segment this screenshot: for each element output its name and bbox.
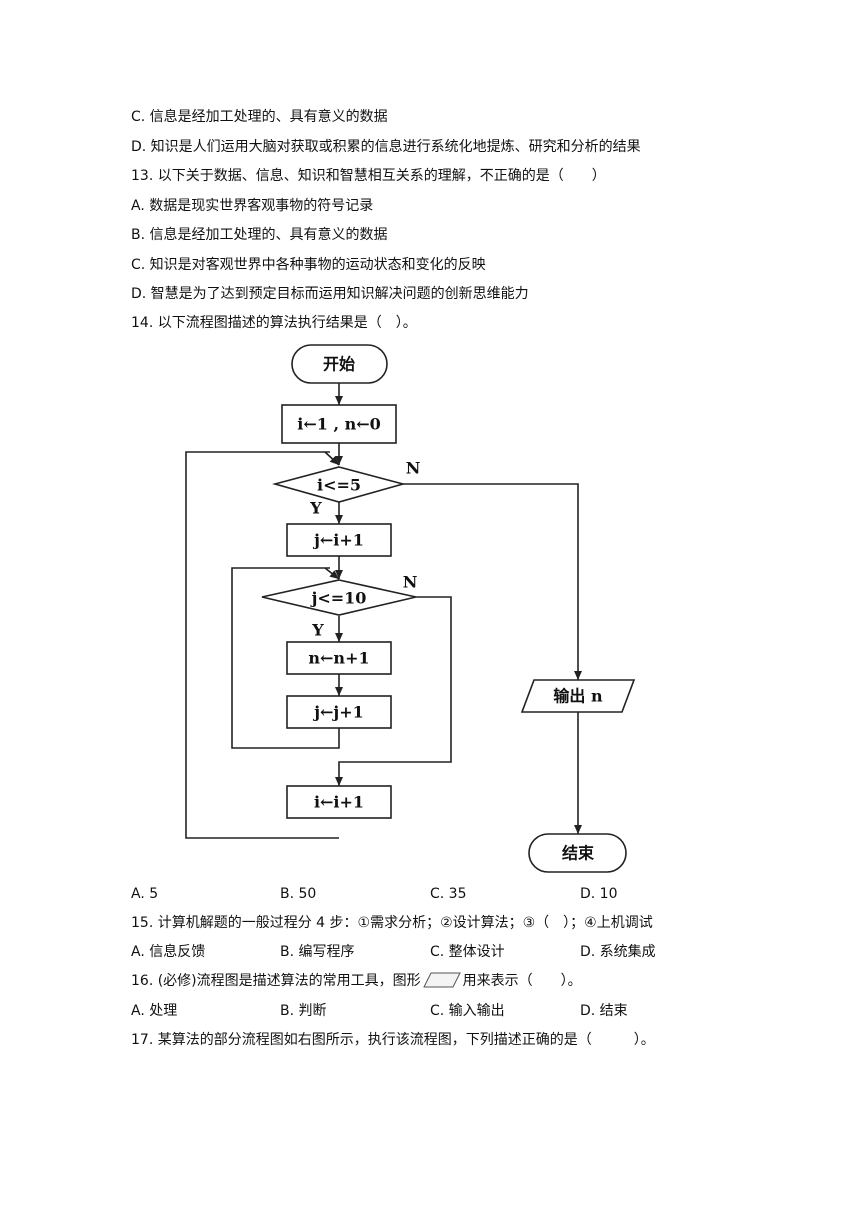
q14-option-a[interactable]: A. 5: [131, 886, 159, 902]
q15-option-d[interactable]: D. 系统集成: [580, 944, 656, 960]
flow-output-label: 输出 n: [553, 687, 603, 706]
q15-stem: 15. 计算机解题的一般过程分 4 步：①需求分析；②设计算法；③（ ）；④上机…: [131, 915, 653, 931]
flow-start-terminal: [291, 344, 388, 384]
flow-inc-j-label: j←j+1: [312, 703, 364, 722]
q14-option-d[interactable]: D. 10: [580, 886, 618, 902]
q16-option-a[interactable]: A. 处理: [131, 1003, 178, 1019]
flow-inner-cond-label: j<=10: [310, 589, 367, 608]
q16-stem-after: 用来表示（ ）。: [462, 973, 582, 989]
q16-option-c[interactable]: C. 输入输出: [430, 1003, 505, 1019]
flow-inc-n-label: n←n+1: [308, 649, 369, 668]
flow-output-parallelogram: [520, 679, 636, 713]
flow-outer-cond-label: i<=5: [317, 476, 361, 495]
flow-outer-yes-label: Y: [309, 499, 322, 518]
q15-option-c[interactable]: C. 整体设计: [430, 944, 505, 960]
q14-option-b[interactable]: B. 50: [280, 886, 317, 902]
q17-stem: 17. 某算法的部分流程图如右图所示，执行该流程图，下列描述正确的是（ ）。: [131, 1032, 655, 1048]
q13-option-b: B. 信息是经加工处理的、具有意义的数据: [131, 227, 388, 243]
flow-start-label: 开始: [323, 355, 355, 374]
flow-inner-yes-label: Y: [311, 621, 324, 640]
flow-set-j-box: [286, 523, 392, 557]
flow-inc-i-box: [286, 785, 392, 819]
q13-option-d: D. 智慧是为了达到预定目标而运用知识解决问题的创新思维能力: [131, 286, 529, 302]
q16-stem-before: 16. (必修)流程图是描述算法的常用工具，图形: [131, 973, 421, 989]
q14-stem: 14. 以下流程图描述的算法执行结果是（ ）。: [131, 315, 417, 331]
flow-end-terminal: [528, 833, 627, 873]
flow-inc-j-box: [286, 695, 392, 729]
q12-option-d: D. 知识是人们运用大脑对获取或积累的信息进行系统化地提炼、研究和分析的结果: [131, 139, 641, 155]
flow-init-box: [281, 404, 397, 444]
q12-option-c: C. 信息是经加工处理的、具有意义的数据: [131, 109, 388, 125]
q13-stem: 13. 以下关于数据、信息、知识和智慧相互关系的理解，不正确的是（ ）: [131, 168, 606, 184]
flow-inc-n-box: [286, 641, 392, 675]
q16-option-d[interactable]: D. 结束: [580, 1003, 628, 1019]
flow-set-j-label: j←i+1: [312, 531, 364, 550]
flow-inner-decision: [261, 579, 417, 616]
flow-inner-no-label: N: [403, 573, 418, 592]
q15-option-b[interactable]: B. 编写程序: [280, 944, 355, 960]
q16-stem: 16. (必修)流程图是描述算法的常用工具，图形 用来表示（ ）。: [131, 972, 582, 990]
flow-end-label: 结束: [561, 844, 595, 863]
parallelogram-icon: [422, 972, 461, 988]
flow-init-label: i←1 , n←0: [297, 415, 381, 434]
q15-option-a[interactable]: A. 信息反馈: [131, 944, 206, 960]
q14-option-c[interactable]: C. 35: [430, 886, 467, 902]
flow-inc-i-label: i←i+1: [314, 793, 364, 812]
q13-option-c: C. 知识是对客观世界中各种事物的运动状态和变化的反映: [131, 257, 486, 273]
flow-outer-decision: [271, 466, 407, 503]
flow-outer-no-label: N: [406, 459, 421, 478]
q13-option-a: A. 数据是现实世界客观事物的符号记录: [131, 198, 374, 214]
q16-option-b[interactable]: B. 判断: [280, 1003, 327, 1019]
